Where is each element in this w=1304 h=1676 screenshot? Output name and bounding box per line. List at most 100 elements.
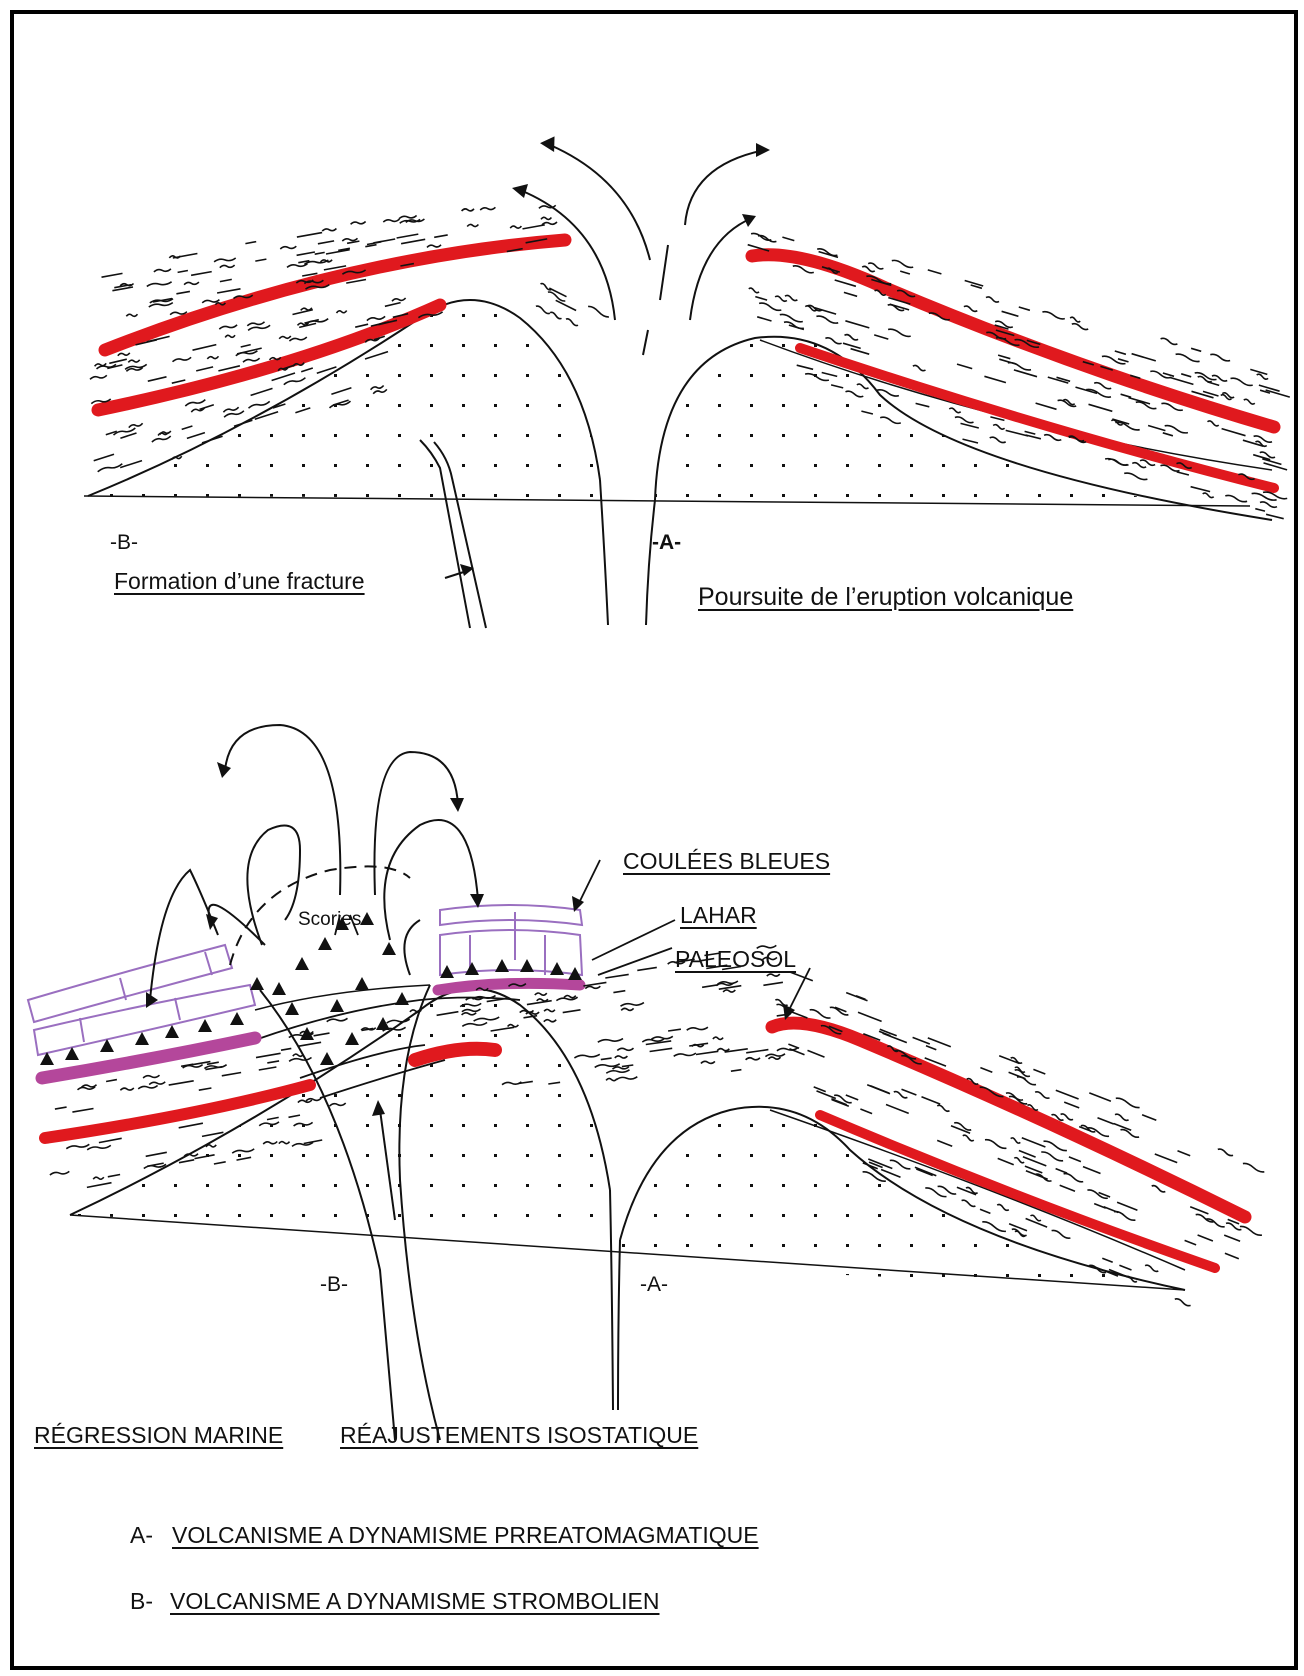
sediment-dash: [790, 972, 813, 981]
lahar-triangle: [285, 1002, 299, 1015]
sediment-dash: [1070, 317, 1080, 322]
sediment-dash: [1163, 433, 1173, 436]
top-eruption-curve-4: [690, 218, 752, 320]
sediment-dash: [248, 325, 270, 330]
bottom-label-a: -A-: [640, 1274, 668, 1295]
sediment-dash: [696, 1051, 718, 1054]
sediment-dash: [916, 403, 930, 406]
sediment-dash: [279, 336, 291, 339]
sediment-dash: [719, 986, 742, 990]
sediment-dash: [427, 245, 441, 248]
sediment-dash: [817, 1091, 836, 1099]
sediment-dash: [1035, 1092, 1049, 1098]
lahar-triangle: [295, 957, 309, 970]
sediment-dash: [510, 226, 521, 228]
sediment-dash: [986, 297, 999, 302]
sediment-dash: [1089, 404, 1113, 411]
sediment-dash: [870, 1086, 889, 1094]
sediment-dash: [256, 1053, 281, 1057]
lahar-triangle: [318, 937, 332, 950]
sediment-dash: [1072, 324, 1088, 330]
sediment-dash: [249, 401, 270, 408]
fracture-caption: Formation d’une fracture: [114, 570, 365, 593]
bottom-right-blue-flows: [440, 905, 582, 975]
lahar-triangle: [165, 1025, 179, 1038]
sediment-dash: [816, 316, 838, 323]
sediment-dash: [616, 1077, 637, 1080]
sediment-dash: [1191, 487, 1211, 492]
sediment-dash: [462, 209, 474, 211]
sediment-dash: [1208, 382, 1220, 386]
sediment-dash: [998, 1158, 1014, 1164]
sediment-dash: [1056, 1090, 1079, 1099]
sediment-dash: [1185, 1240, 1197, 1245]
sediment-dash: [810, 1010, 831, 1018]
sediment-dash: [606, 1070, 629, 1073]
sediment-dash: [1224, 1235, 1240, 1241]
sediment-dash: [1083, 1167, 1101, 1174]
sediment-dash: [990, 437, 1006, 442]
sediment-dash: [1121, 394, 1132, 397]
sediment-dash: [1002, 311, 1019, 316]
sediment-dash: [928, 270, 942, 274]
sediment-dash: [775, 296, 787, 301]
sediment-dash: [1041, 1152, 1063, 1161]
sediment-dash: [668, 1029, 681, 1031]
sediment-dash: [281, 1048, 291, 1050]
sediment-dash: [949, 408, 960, 413]
top-panel: [84, 136, 1290, 628]
sediment-dash: [1145, 1265, 1158, 1271]
sediment-dash: [98, 464, 123, 472]
sediment-dash: [207, 356, 218, 359]
sediment-dash: [731, 1070, 742, 1072]
sediment-dash: [980, 1068, 992, 1073]
sediment-dash: [588, 306, 609, 316]
sediment-dash: [926, 1046, 936, 1050]
sediment-dash: [314, 1033, 330, 1036]
legend-a-prefix: A-: [130, 1524, 153, 1547]
sediment-dash: [954, 1123, 971, 1130]
lahar-triangle: [360, 912, 374, 925]
sediment-dash: [284, 378, 306, 385]
sediment-dash: [858, 1012, 882, 1021]
sediment-dash: [1033, 1069, 1045, 1074]
sediment-dash: [1198, 1235, 1213, 1241]
eruption-caption: Poursuite de l’eruption volcanique: [698, 585, 1073, 610]
sediment-dash: [1115, 351, 1126, 354]
sediment-dash: [1026, 435, 1041, 439]
sediment-dash: [1087, 1128, 1109, 1136]
sediment-dash: [1222, 429, 1246, 436]
sediment-dash: [149, 1082, 165, 1085]
sediment-dash: [1231, 378, 1253, 385]
sediment-dash: [220, 279, 232, 281]
sediment-dash: [1060, 1185, 1075, 1191]
sediment-dash: [367, 316, 385, 320]
sediment-dash: [1225, 495, 1247, 501]
sediment-dash: [106, 1080, 117, 1082]
sediment-dash: [1115, 1114, 1129, 1120]
sediment-dash: [913, 365, 926, 370]
sediment-dash: [293, 310, 313, 315]
lahar-triangle: [520, 959, 534, 972]
sediment-dash: [202, 1132, 223, 1136]
sediment-dash: [120, 461, 142, 468]
sediment-dash: [845, 321, 869, 328]
sediment-dash: [272, 373, 295, 381]
sediment-dash: [1124, 473, 1147, 480]
sediment-dash: [385, 303, 401, 307]
sediment-dash: [383, 219, 399, 222]
sediment-dash: [247, 322, 264, 326]
sediment-dash: [785, 295, 797, 300]
sediment-dash: [1170, 377, 1194, 384]
sediment-dash: [1152, 1186, 1166, 1192]
sediment-dash: [767, 974, 780, 976]
sediment-dash: [913, 1037, 930, 1044]
sediment-dash: [874, 335, 888, 339]
sediment-dash: [650, 1048, 673, 1051]
sediment-dash: [957, 364, 972, 369]
sediment-dash: [860, 1109, 872, 1114]
lahar-triangle: [198, 1019, 212, 1032]
sediment-dash: [755, 297, 767, 301]
legend-b-prefix: B-: [130, 1590, 153, 1613]
sediment-dash: [1255, 509, 1265, 511]
